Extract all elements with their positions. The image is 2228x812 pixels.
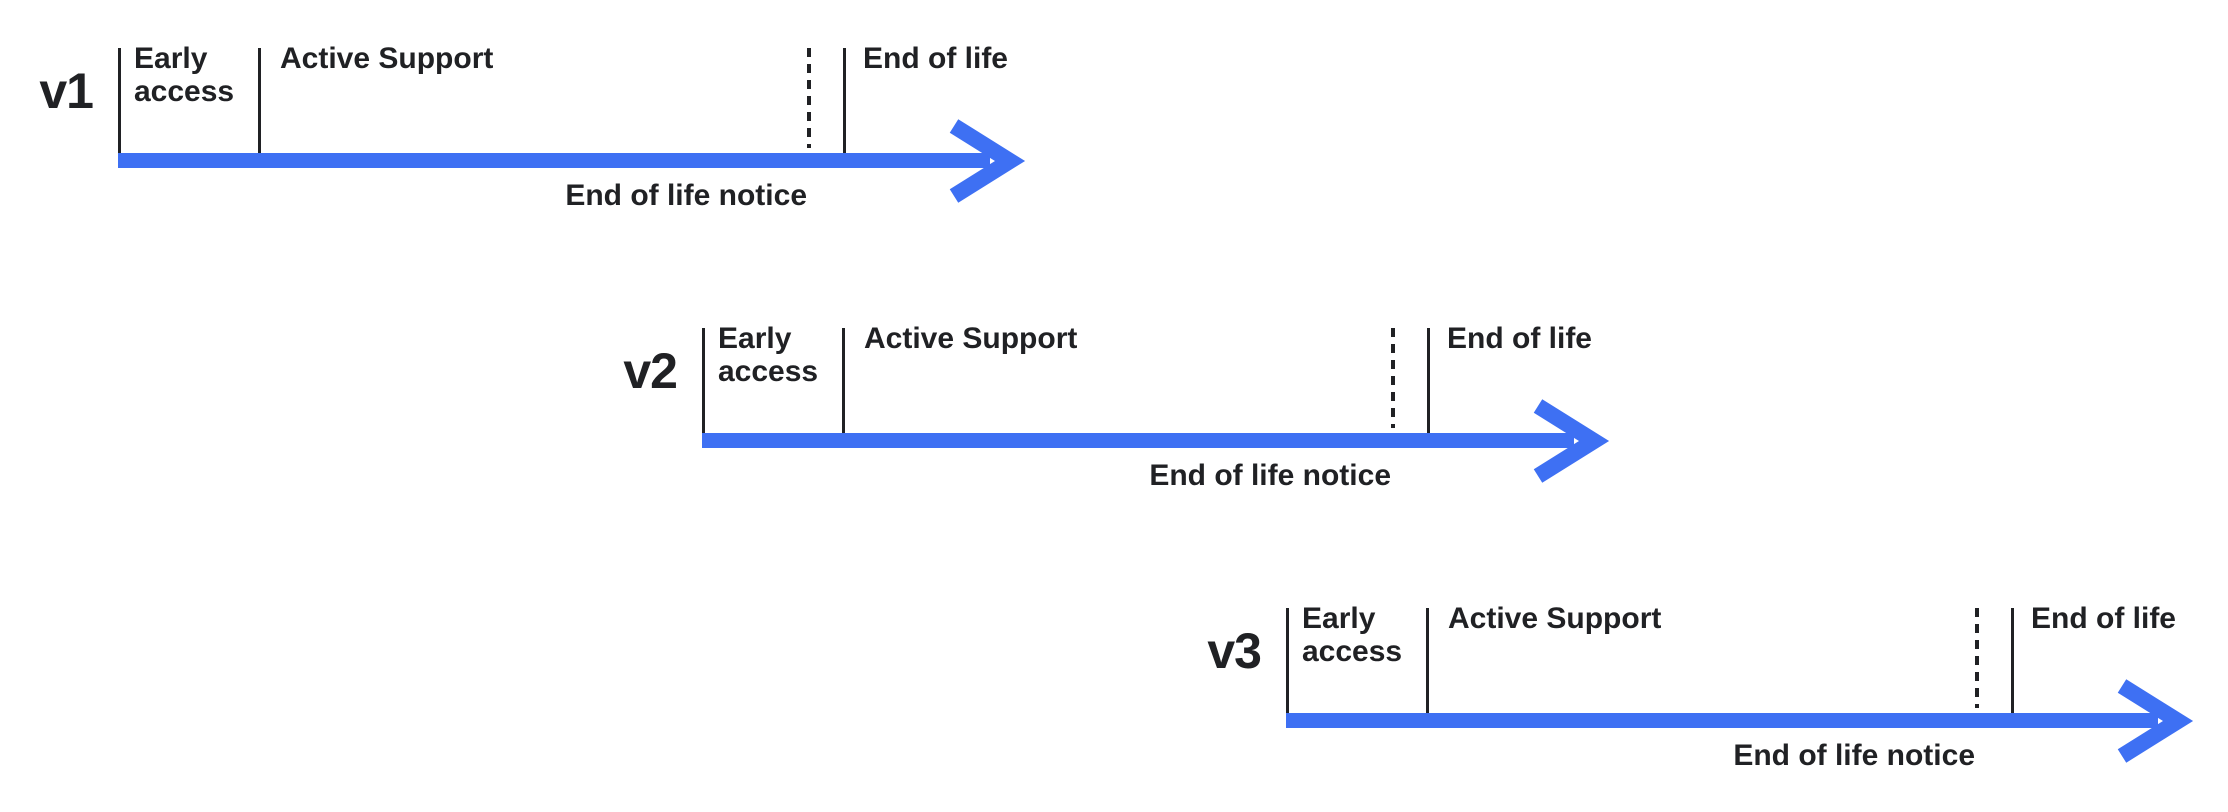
end-of-life-label: End of life	[2031, 602, 2176, 635]
end-of-life-label: End of life	[863, 42, 1008, 75]
active-support-label: Active Support	[864, 322, 1078, 355]
timeline-arrow-shaft	[702, 433, 1574, 448]
end-of-life-tick	[843, 48, 846, 153]
end-of-life-notice-label: End of life notice	[1733, 739, 1975, 772]
active-support-start-tick	[1426, 608, 1429, 713]
timeline-v2: v2 Early access Active Support End of li…	[623, 322, 1692, 508]
early-access-start-tick	[118, 48, 121, 153]
version-label: v2	[623, 343, 678, 399]
active-support-start-tick	[842, 328, 845, 433]
end-of-life-label: End of life	[1447, 322, 1592, 355]
early-access-start-tick	[1286, 608, 1289, 713]
timeline-arrow-shaft	[1286, 713, 2158, 728]
early-access-label: Early access	[718, 322, 819, 388]
timeline-arrow-shaft	[118, 153, 990, 168]
arrow-head-icon	[2117, 679, 2194, 763]
end-of-life-notice-label: End of life notice	[565, 179, 807, 212]
early-access-start-tick	[702, 328, 705, 433]
early-access-label: Early access	[1302, 602, 1403, 668]
end-of-life-notice-dashed-line	[1975, 608, 1979, 708]
version-label: v1	[39, 63, 94, 119]
active-support-label: Active Support	[280, 42, 494, 75]
arrow-head-icon	[1533, 399, 1610, 483]
early-access-label: Early access	[134, 42, 235, 108]
end-of-life-notice-label: End of life notice	[1149, 459, 1391, 492]
end-of-life-tick	[1427, 328, 1430, 433]
active-support-label: Active Support	[1448, 602, 1662, 635]
end-of-life-tick	[2011, 608, 2014, 713]
timeline-v3: v3 Early access Active Support End of li…	[1207, 602, 2228, 788]
end-of-life-notice-dashed-line	[807, 48, 811, 148]
active-support-start-tick	[258, 48, 261, 153]
version-label: v3	[1207, 623, 1262, 679]
timeline-v1: v1 Early access Active Support End of li…	[39, 42, 1108, 228]
end-of-life-notice-dashed-line	[1391, 328, 1395, 428]
arrow-head-icon	[949, 119, 1026, 203]
